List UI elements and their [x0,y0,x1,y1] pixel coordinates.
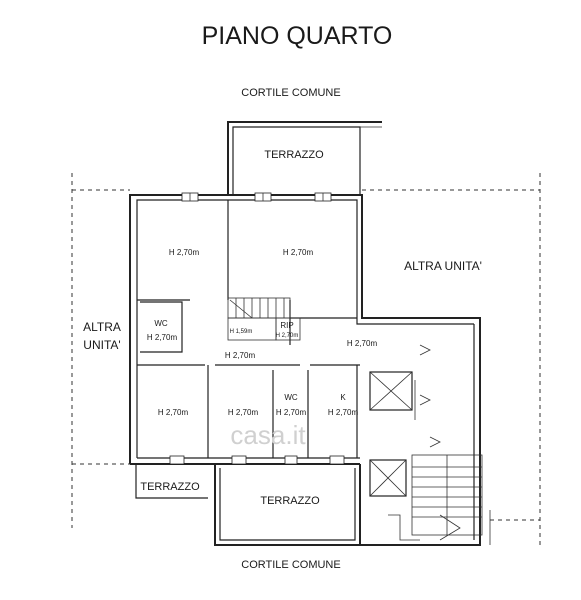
bedroom-bottom-mid-height: H 2,70m [228,408,259,417]
kitchen-height: H 2,70m [328,408,359,417]
bedroom-top-left-height: H 2,70m [169,248,200,257]
internal-stair [227,297,301,341]
rip-height: H 2,70m [276,333,299,339]
living-top-height: H 2,70m [283,248,314,257]
courtyard-bottom-label: CORTILE COMUNE [241,559,340,571]
wc-mid-height: H 2,70m [276,408,307,417]
other-unit-left-label-line2: UNITA' [83,338,120,352]
wc-left-name: WC [154,319,168,328]
boundary-lines [71,173,541,545]
wc-left-height: H 2,70m [147,333,178,342]
windows-top [181,192,332,202]
courtyard-top-label: CORTILE COMUNE [241,87,340,99]
terrace-bottom [135,464,360,546]
hall-right-height: H 2,70m [347,339,378,348]
plan-title: PIANO QUARTO [202,22,393,50]
other-unit-left-label-line1: ALTRA [83,320,121,334]
other-unit-right-label: ALTRA UNITA' [404,259,482,273]
terrace-bottom-center-label: TERRAZZO [260,495,320,507]
stairwell-right [359,324,491,546]
kitchen-name: K [340,393,346,402]
stair-height-note: H 1,59m [230,329,253,335]
corridor-height: H 2,70m [225,351,256,360]
terrace-bottom-left-label: TERRAZZO [140,481,200,493]
windows-bottom [169,455,345,465]
terrace-top-label: TERRAZZO [264,149,324,161]
bedroom-bottom-left-height: H 2,70m [158,408,189,417]
watermark: casa.it [230,420,306,450]
terrace-top [227,121,382,195]
wc-mid-name: WC [284,393,298,402]
interior-walls [137,200,360,458]
rip-name: RIP [280,321,293,330]
